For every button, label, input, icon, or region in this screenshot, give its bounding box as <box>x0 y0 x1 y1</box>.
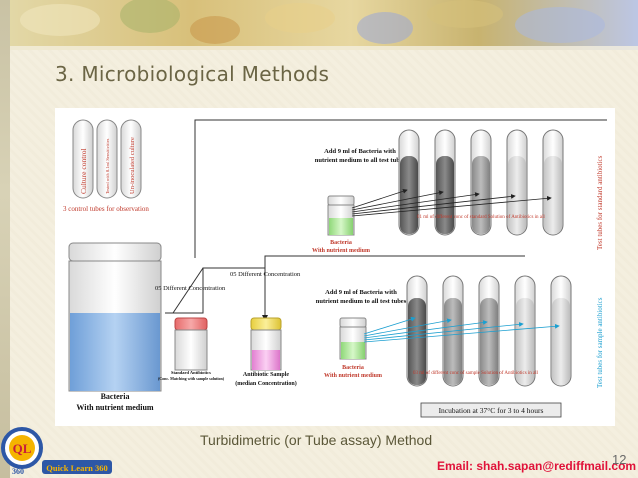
sample-tube-5 <box>550 275 572 387</box>
bottom-instruction-line2: nutrient medium to all test tubes <box>316 298 407 305</box>
control-tube-3-label: Un-inoculated culture <box>129 137 136 194</box>
standard-side-label: Test tubes for standard antibiotics <box>596 155 604 250</box>
standard-tube-4 <box>506 129 528 236</box>
five-conc-center: 05 Different Concentration <box>230 271 301 278</box>
control-tubes: Culture control Tested with 0.1ml Sensit… <box>63 119 149 213</box>
contact-email[interactable]: Email: shah.sapan@rediffmail.com <box>437 459 637 473</box>
top-arrows <box>351 188 552 217</box>
top-small-jar-label1: Bacteria <box>330 240 352 246</box>
quick-learn-logo: QL 360 Quick Learn 360 <box>1 427 112 476</box>
standard-tube-5 <box>542 129 564 236</box>
bottom-arrows <box>363 316 560 343</box>
incubation-box <box>420 402 562 418</box>
page-number: 12 <box>612 452 627 467</box>
antibiotic-sample-jar <box>250 317 282 371</box>
bacteria-jar-subtitle: With nutrient medium <box>76 403 154 412</box>
sample-jar-label2: (median Concentration) <box>235 380 297 387</box>
logo-badge: 360 <box>12 467 24 476</box>
svg-text:QL: QL <box>13 441 32 456</box>
slide-title: 3. Microbiological Methods <box>55 62 330 86</box>
sample-side-label: Test tubes for sample antibiotics <box>596 297 604 388</box>
bottom-small-jar-label1: Bacteria <box>342 365 364 371</box>
flow-lines <box>165 119 607 321</box>
five-conc-left: 05 Different Concentration <box>155 285 226 292</box>
bottom-small-jar <box>339 317 367 360</box>
top-small-jar <box>327 195 355 236</box>
sample-tubes <box>406 275 572 387</box>
control-tube-1 <box>72 119 94 199</box>
control-tube-2 <box>96 119 118 199</box>
top-instruction-line1: Add 9 ml of Bacteria with <box>324 148 396 155</box>
decorative-banner <box>0 0 638 50</box>
standard-tube-1 <box>398 129 420 236</box>
control-tubes-caption: 3 control tubes for observation <box>63 205 149 213</box>
standard-antibiotic-jar <box>174 317 208 371</box>
figure-caption: Turbidimetric (or Tube assay) Method <box>200 432 433 448</box>
top-tubes-label: 01 ml of different conc of standard Solu… <box>417 215 545 220</box>
control-tube-3 <box>120 119 142 199</box>
bacteria-jar-title: Bacteria <box>101 392 130 401</box>
standard-tubes <box>398 129 564 236</box>
logo-text: Quick Learn 360 <box>46 463 107 473</box>
sample-tube-3 <box>478 275 500 387</box>
incubation-label: Incubation at 37°C for 3 to 4 hours <box>439 406 544 415</box>
control-tube-2-label: Tested with 0.1ml Sensitivities <box>105 138 110 194</box>
bottom-instruction-line1: Add 9 ml of Bacteria with <box>325 289 397 296</box>
standard-tube-3 <box>470 129 492 236</box>
standard-tube-2 <box>434 129 456 236</box>
sample-jar-label1: Antibiotic Sample <box>243 372 290 378</box>
top-small-jar-label2: With nutrient medium <box>312 248 370 254</box>
standard-jar-label1: Standard Antibiotics <box>171 370 211 375</box>
turbidimetric-diagram: Culture control Tested with 0.1ml Sensit… <box>55 108 615 426</box>
bottom-small-jar-label2: With nutrient medium <box>324 373 382 379</box>
sample-tube-4 <box>514 275 536 387</box>
top-instruction-line2: nutrient medium to all test tubes <box>315 157 406 164</box>
left-decorative-strip <box>0 0 10 478</box>
bacteria-jar: Bacteria With nutrient medium <box>68 242 162 412</box>
standard-jar-label2: (Conc. Matching with sample solution) <box>158 376 225 381</box>
control-tube-1-label: Culture control <box>79 148 88 194</box>
bottom-tubes-label: 03 ml of different conc of sample Soluti… <box>413 371 539 376</box>
